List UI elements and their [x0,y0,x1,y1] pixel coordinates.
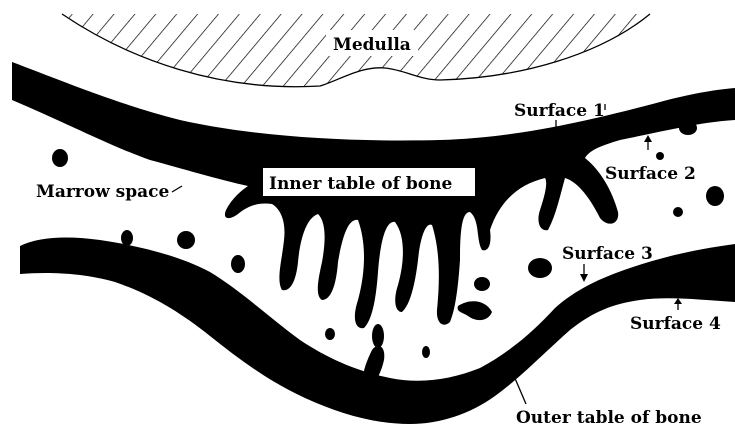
surface-2-label: Surface 2 [605,164,696,184]
outer-table-label: Outer table of bone [516,408,702,428]
surface-3-label: Surface 3 [562,244,653,264]
surface-4-label: Surface 4 [630,314,721,334]
outer-table-arrow-line [514,376,526,404]
surface-4-arrowhead [674,298,682,304]
medulla-label: Medulla [333,35,411,55]
surface-2-arrowhead [644,135,652,142]
marrow-space-pointer-line [172,186,182,192]
surface-3-arrowhead [580,274,588,282]
marrow-space-label: Marrow space [36,182,169,202]
inner-table-label: Inner table of bone [269,174,452,194]
surface-1-label: Surface 1 [514,101,605,121]
